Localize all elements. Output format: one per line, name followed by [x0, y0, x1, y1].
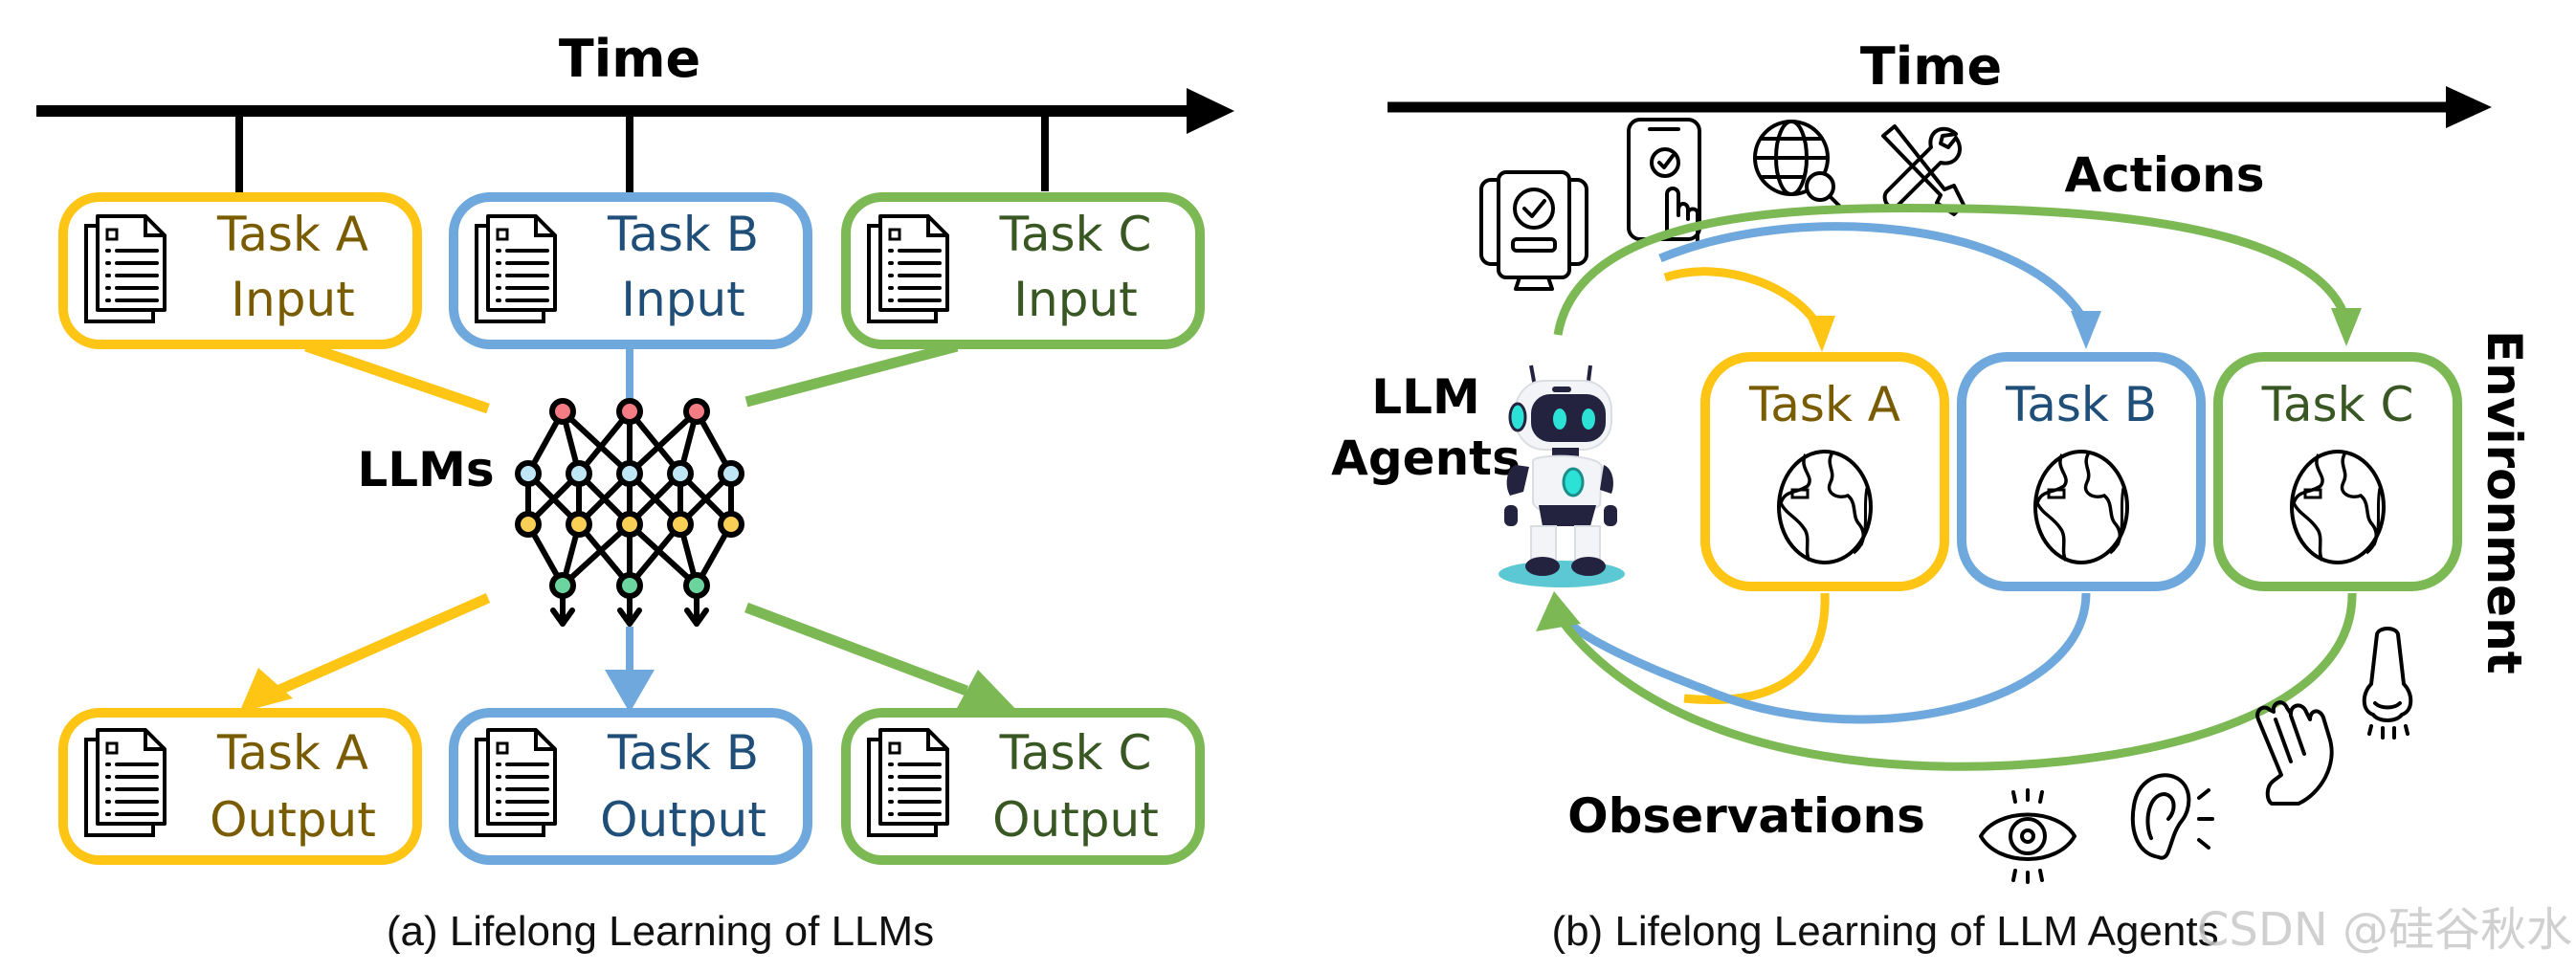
timeline-a: [36, 88, 1234, 196]
env-task-a-label: Task A: [1748, 377, 1900, 432]
timeline-arrowhead-a: [1187, 88, 1234, 134]
watermark: CSDN @硅谷秋水: [2197, 903, 2572, 957]
network-node: [667, 511, 694, 538]
ear-icon: [2130, 773, 2214, 860]
agent-label-line1: LLM: [1371, 369, 1479, 425]
network-node: [566, 511, 592, 538]
hand-icon: [2255, 700, 2334, 806]
network-edge: [627, 608, 642, 627]
nose-icon: [2362, 627, 2413, 740]
network-node: [549, 398, 576, 425]
task-a-output-line1: Task A: [216, 725, 368, 781]
network-node: [718, 511, 744, 538]
network-edge: [627, 521, 700, 588]
network-edge: [560, 409, 633, 476]
env-task-a-box: Task A: [1700, 352, 1949, 591]
computer-check-icon: [1479, 170, 1588, 291]
observation-arc-task-c: [1552, 592, 2357, 771]
task-a-input-line1: Task A: [216, 207, 368, 262]
caption-b: (b) Lifelong Learning of LLM Agents: [1551, 908, 2218, 955]
task-c-input-line1: Task C: [999, 207, 1152, 262]
neural-network-icon: [515, 398, 744, 627]
input-connectors: [304, 341, 959, 414]
env-task-b-label: Task B: [2005, 377, 2157, 432]
time-label-b: Time: [1860, 36, 2002, 97]
document-icon: [475, 214, 557, 323]
env-task-c-box: Task C: [2213, 352, 2462, 591]
network-edge: [560, 521, 633, 588]
network-node: [667, 460, 694, 487]
llms-label: LLMs: [357, 442, 494, 497]
task-c-input-box: Task C Input: [841, 192, 1205, 349]
network-node: [616, 460, 643, 487]
task-c-output-line1: Task C: [999, 725, 1152, 781]
document-icon: [475, 728, 557, 837]
time-label-a: Time: [559, 29, 700, 89]
eye-icon: [1979, 788, 2076, 884]
action-arc-task-c: [1553, 203, 2351, 336]
network-edge: [694, 608, 709, 627]
task-a-input-box: Task A Input: [58, 192, 422, 349]
environment-label: Environment: [2476, 330, 2532, 674]
caption-a: (a) Lifelong Learning of LLMs: [387, 908, 934, 955]
task-a-output-line2: Output: [210, 792, 376, 848]
document-icon: [867, 728, 949, 837]
network-node: [718, 460, 744, 487]
network-node: [616, 398, 643, 425]
panel-b: Time: [1331, 36, 2572, 957]
document-icon: [867, 214, 949, 323]
timeline-b: [1388, 86, 2492, 128]
network-node: [683, 398, 710, 425]
document-icon: [84, 214, 167, 323]
network-node: [616, 511, 643, 538]
task-c-output-box: Task C Output: [841, 708, 1205, 865]
actions-label: Actions: [2064, 147, 2264, 203]
panel-a: Time Task A Input: [36, 29, 1234, 955]
task-b-input-line2: Input: [621, 272, 744, 327]
output-connectors: [239, 592, 1022, 716]
network-edge: [560, 608, 575, 627]
task-b-input-line1: Task B: [607, 207, 759, 262]
network-node: [683, 572, 710, 599]
observation-arcs: [1536, 591, 2357, 771]
tools-icon: [1881, 124, 1965, 216]
task-b-output-line1: Task B: [607, 725, 759, 781]
network-node: [549, 572, 576, 599]
network-node: [616, 572, 643, 599]
robot-agent-icon: [1499, 364, 1625, 587]
task-b-output-box: Task B Output: [449, 708, 812, 865]
task-a-output-box: Task A Output: [58, 708, 422, 865]
task-c-output-line2: Output: [992, 792, 1159, 848]
network-node: [515, 460, 542, 487]
observation-arc-task-b: [1555, 592, 2091, 724]
timeline-arrowhead-b: [2446, 86, 2492, 128]
network-edge: [627, 409, 700, 476]
env-task-b-box: Task B: [1957, 352, 2206, 591]
document-icon: [84, 728, 167, 837]
globe-search-icon: [1753, 120, 1841, 208]
task-b-output-line2: Output: [600, 792, 766, 848]
action-arc-task-b: [1658, 222, 2090, 326]
observation-arc-task-a: [1683, 592, 1830, 704]
task-c-input-line2: Input: [1013, 272, 1137, 327]
action-arcs: [1553, 203, 2362, 352]
agent-label-line2: Agents: [1331, 431, 1521, 486]
observations-label: Observations: [1567, 788, 1925, 844]
network-node: [566, 460, 592, 487]
task-a-input-line2: Input: [231, 272, 354, 327]
network-node: [515, 511, 542, 538]
action-arc-task-a: [1663, 267, 1825, 333]
env-task-c-label: Task C: [2261, 377, 2414, 432]
task-b-input-box: Task B Input: [449, 192, 812, 349]
